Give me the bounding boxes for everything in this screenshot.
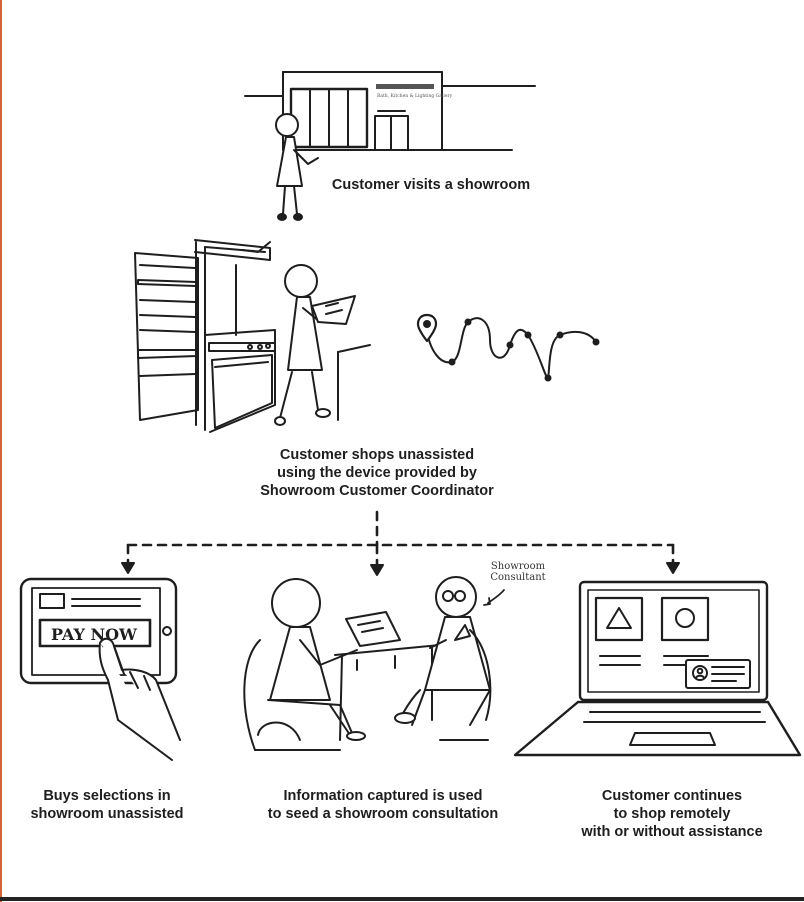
caption-shop-line2: using the device provided by — [277, 465, 477, 481]
tablet-pay-illustration: PAY NOW — [19, 577, 181, 761]
caption-remote-line1: Customer continues — [601, 788, 743, 804]
caption-shop-line1: Customer shops unassisted — [279, 447, 475, 463]
caption-consult-line2: to seed a showroom consultation — [267, 806, 499, 822]
shopping-journey-path — [426, 317, 600, 382]
customer-figure-visiting — [275, 113, 319, 221]
caption-consult: Information captured is used to seed a s… — [252, 787, 514, 823]
arrow-down-left-icon — [121, 562, 135, 574]
kitchen-appliances-illustration — [134, 239, 371, 433]
caption-consult-line1: Information captured is used — [283, 788, 483, 804]
caption-buy-line2: showroom unassisted — [30, 806, 184, 822]
customer-figure-with-tablet — [274, 264, 356, 426]
consultant-label-line1: Showroom — [491, 561, 546, 572]
caption-buy: Buys selections in showroom unassisted — [12, 787, 202, 823]
tablet-device — [311, 295, 356, 325]
arrow-down-right-icon — [666, 562, 680, 574]
consultation-illustration — [243, 576, 505, 751]
pay-now-label: PAY NOW — [51, 625, 138, 644]
caption-visit: Customer visits a showroom — [296, 176, 566, 194]
caption-buy-line1: Buys selections in — [43, 788, 171, 804]
caption-visit-text: Customer visits a showroom — [331, 177, 531, 193]
laptop-illustration — [513, 580, 802, 757]
consultant-label-line2: Consultant — [490, 572, 545, 583]
arrow-down-center-icon — [370, 564, 384, 576]
location-pin-icon — [416, 313, 438, 343]
branch-connectors — [126, 510, 675, 567]
caption-shop: Customer shops unassisted using the devi… — [242, 446, 512, 500]
caption-remote: Customer continues to shop remotely with… — [562, 787, 782, 841]
store-tagline: Bath, Kitchen & Lighting Gallery — [377, 93, 453, 99]
caption-shop-line3: Showroom Customer Coordinator — [260, 483, 494, 499]
caption-remote-line2: to shop remotely — [613, 806, 731, 822]
pay-now-button — [38, 618, 152, 648]
caption-remote-line3: with or without assistance — [581, 824, 763, 840]
store-logo — [376, 84, 434, 89]
